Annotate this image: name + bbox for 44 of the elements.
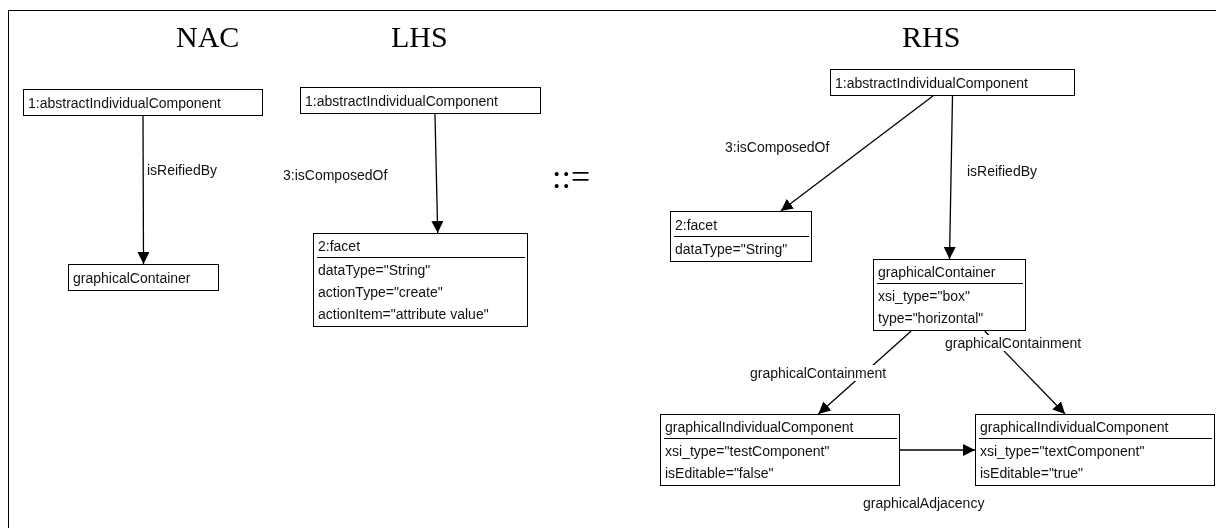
arrow	[780, 95, 934, 212]
edge-label: 3:isComposedOf	[724, 139, 831, 155]
attribute-text: type="horizontal"	[878, 309, 985, 328]
attribute-text: isEditable="true"	[980, 464, 1084, 483]
object-name: 1:abstractIndividualComponent	[835, 73, 1029, 93]
class-box	[313, 233, 528, 327]
section-title: NAC	[176, 22, 240, 52]
object-name: 1:abstractIndividualComponent	[28, 93, 222, 113]
attribute-text: xsi_type="textComponent"	[980, 442, 1146, 461]
object-box	[300, 87, 541, 114]
edge-label: graphicalContainment	[944, 335, 1083, 351]
edge-label: isReifiedBy	[966, 163, 1039, 179]
object-name: graphicalContainer	[73, 268, 192, 288]
attribute-text: xsi_type="box"	[878, 287, 972, 306]
section-title: LHS	[391, 22, 448, 52]
section-title: RHS	[902, 22, 961, 52]
attribute-text: isEditable="false"	[665, 464, 775, 483]
class-box	[670, 211, 812, 262]
object-name: graphicalContainer	[878, 263, 997, 282]
attribute-text: dataType="String"	[675, 239, 789, 259]
definition-symbol: ::=	[552, 160, 591, 194]
class-box	[660, 414, 900, 486]
object-name: graphicalIndividualComponent	[665, 418, 855, 437]
class-box	[975, 414, 1215, 486]
edge-label: isReifiedBy	[146, 162, 219, 178]
object-box	[23, 89, 263, 116]
class-box	[873, 259, 1026, 331]
object-name: graphicalIndividualComponent	[980, 418, 1170, 437]
arrow	[943, 95, 956, 260]
edge-label: graphicalContainment	[749, 365, 888, 381]
edge-label: graphicalAdjacency	[862, 495, 986, 511]
arrow	[899, 444, 976, 456]
attribute-text: actionType="create"	[318, 283, 444, 302]
edge-label: 3:isComposedOf	[282, 167, 389, 183]
attribute-text: dataType="String"	[318, 261, 432, 280]
object-name: 1:abstractIndividualComponent	[305, 91, 499, 111]
arrow	[137, 115, 150, 265]
object-box	[830, 69, 1075, 96]
object-box	[68, 264, 219, 291]
object-name: 2:facet	[318, 237, 362, 256]
object-name: 2:facet	[675, 215, 719, 235]
attribute-text: xsi_type="testComponent"	[665, 442, 831, 461]
attribute-text: actionItem="attribute value"	[318, 305, 490, 324]
arrow	[431, 113, 444, 234]
